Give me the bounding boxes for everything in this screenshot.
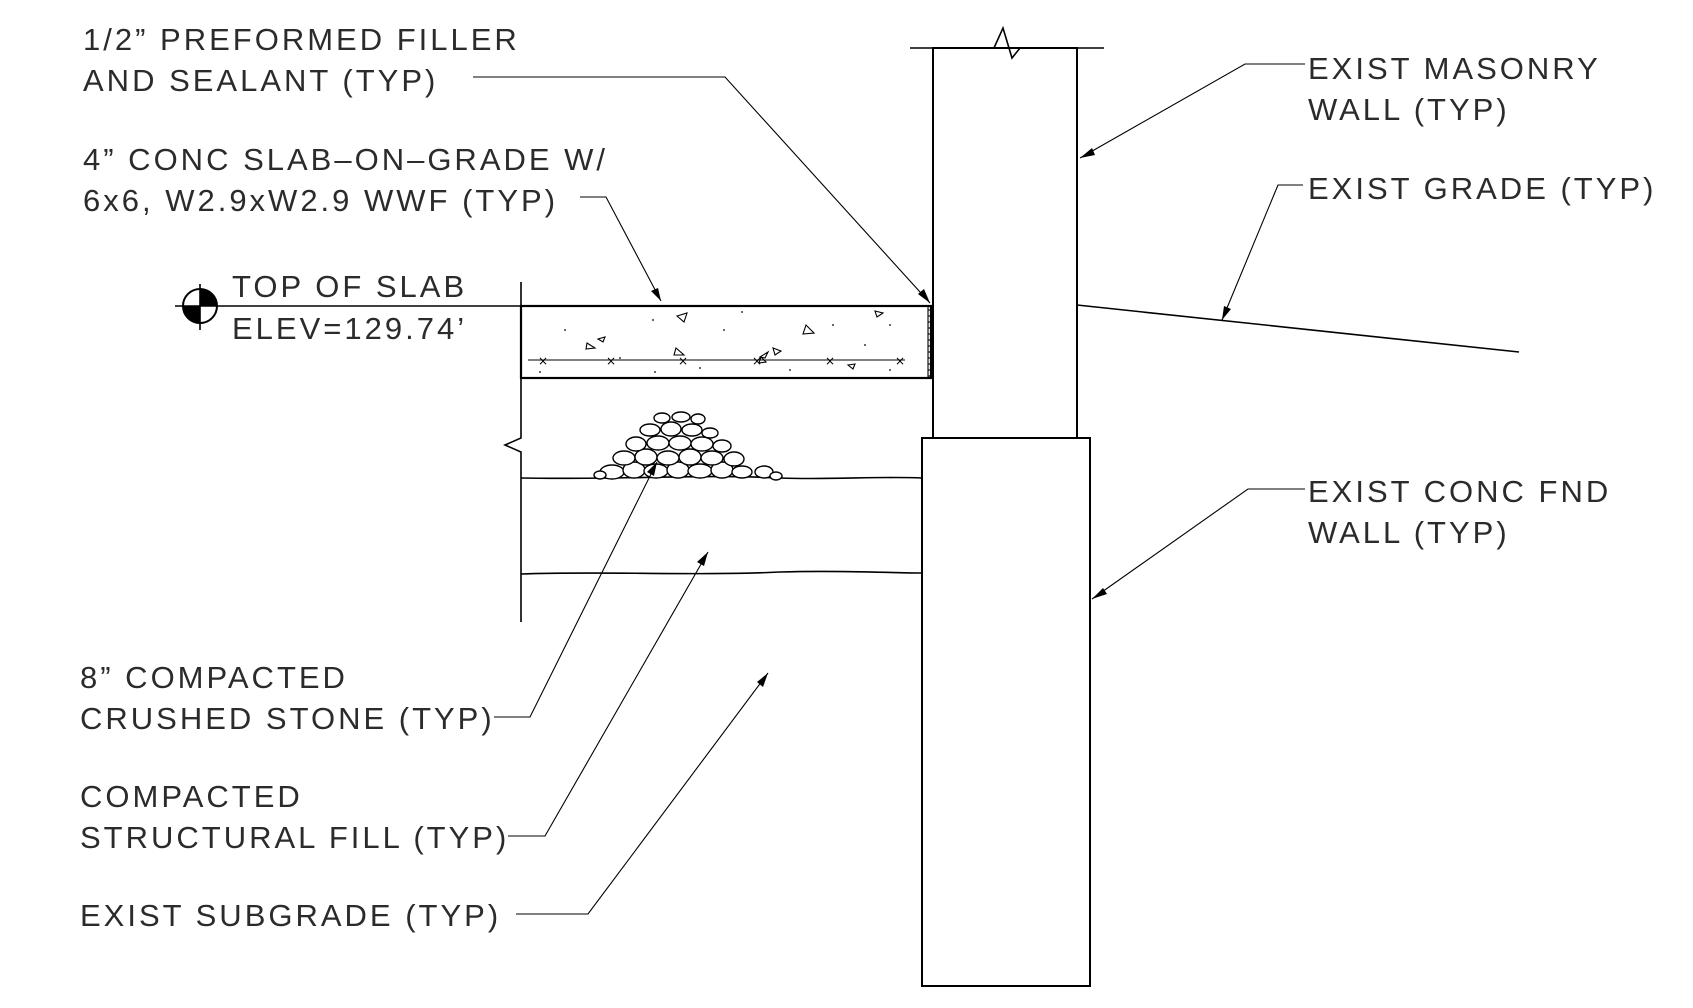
crushed-stone-pile: [593, 411, 783, 481]
annotations: 1/2” PREFORMED FILLER AND SEALANT (TYP) …: [80, 22, 1656, 933]
stone-note-line2: CRUSHED STONE (TYP): [80, 701, 495, 736]
svg-text:×: ×: [678, 354, 688, 368]
subgrade-note: EXIST SUBGRADE (TYP): [80, 898, 501, 933]
fill-note-line1: COMPACTED: [80, 779, 303, 814]
elevation-target-icon: [175, 284, 521, 330]
fnd-note-line2: WALL (TYP): [1308, 515, 1510, 550]
masonry-note-line1: EXIST MASONRY: [1308, 51, 1601, 86]
leader-lines: [473, 63, 1305, 915]
fnd-note-line1: EXIST CONC FND: [1308, 474, 1611, 509]
stone-note-line1: 8” COMPACTED: [80, 660, 348, 695]
svg-text:×: ×: [606, 354, 616, 368]
slab-note-line1: 4” CONC SLAB–ON–GRADE W/: [83, 142, 608, 177]
elevation-label: ELEV=129.74’: [232, 311, 467, 346]
filler-note-line2: AND SEALANT (TYP): [83, 63, 438, 98]
wwf-x-marks: × × × × × ×: [538, 354, 905, 368]
svg-text:×: ×: [752, 354, 762, 368]
concrete-slab: × × × × × ×: [519, 304, 933, 380]
masonry-note-line2: WALL (TYP): [1308, 92, 1510, 127]
foundation-wall: [921, 437, 1091, 987]
svg-text:×: ×: [895, 354, 905, 368]
fill-note-line2: STRUCTURAL FILL (TYP): [80, 820, 509, 855]
grade-note: EXIST GRADE (TYP): [1308, 171, 1656, 206]
slab-note-line2: 6x6, W2.9xW2.9 WWF (TYP): [83, 183, 558, 218]
top-of-slab-label: TOP OF SLAB: [232, 269, 467, 304]
masonry-wall: [910, 25, 1104, 439]
svg-text:×: ×: [825, 354, 835, 368]
joint-filler: [927, 306, 933, 378]
filler-note-line1: 1/2” PREFORMED FILLER: [83, 22, 520, 57]
svg-text:×: ×: [538, 354, 548, 368]
concrete-aggregate: [539, 310, 891, 373]
